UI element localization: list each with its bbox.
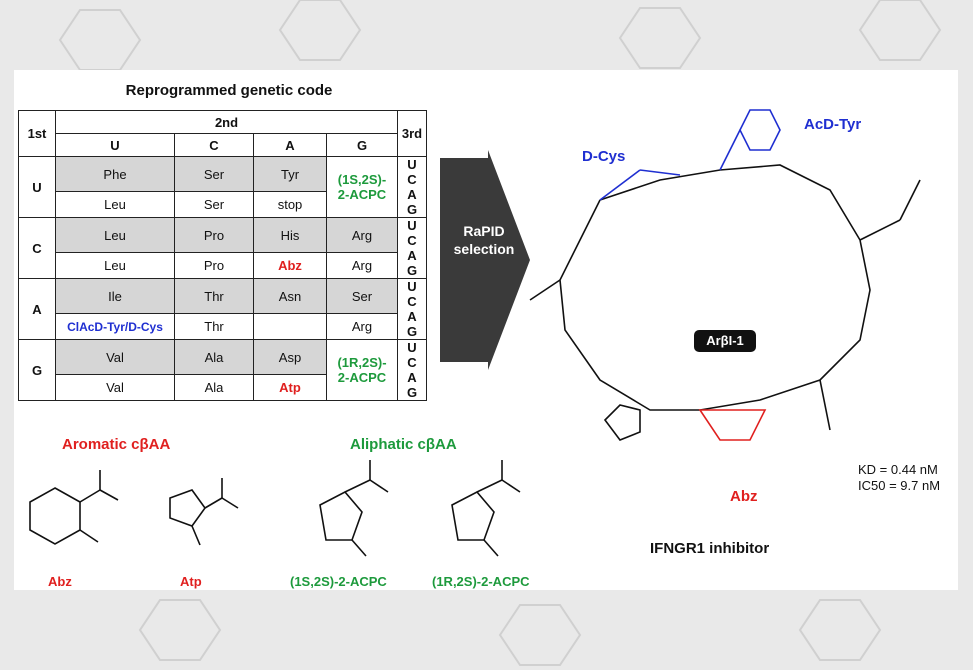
codon-cell: Arg	[326, 216, 398, 254]
row-first-base: C	[18, 217, 56, 279]
codon-cell: Arg	[326, 252, 398, 279]
codon-cell: Pro	[174, 252, 254, 279]
codon-cell: Pro	[174, 216, 254, 254]
codon-cell: Ser	[326, 277, 398, 315]
ic50-value: IC50 = 9.7 nM	[858, 478, 941, 493]
codon-cell-atp: Atp	[253, 374, 327, 401]
affinity-values: KD = 0.44 nM IC50 = 9.7 nM	[858, 462, 940, 494]
codon-cell: Phe	[55, 155, 175, 193]
codon-cell: Ile	[55, 277, 175, 315]
arrow-label: RaPID selection	[440, 222, 528, 258]
codon-cell: Tyr	[253, 155, 327, 193]
codon-cell-acpc-1r2s: (1R,2S)- 2-ACPC	[326, 339, 398, 401]
column-header: C	[174, 133, 254, 157]
codon-cell: Ser	[174, 155, 254, 193]
acpc-1r2s-label: (1R,2S)-2-ACPC	[432, 574, 530, 589]
codon-cell: Leu	[55, 216, 175, 254]
dcys-label: D-Cys	[582, 148, 626, 165]
header-first: 1st	[18, 110, 56, 157]
column-header: G	[326, 133, 398, 157]
aliphatic-heading: Aliphatic cβAA	[350, 436, 457, 453]
peptide-name-badge: ArβI-1	[694, 330, 756, 352]
kd-value: KD = 0.44 nM	[858, 462, 938, 477]
codon-cell: Asp	[253, 338, 327, 376]
arrow-label-line2: selection	[453, 241, 515, 257]
codon-cell: Ser	[174, 191, 254, 218]
abz-residue-label: Abz	[730, 488, 758, 505]
codon-cell: Val	[55, 338, 175, 376]
column-header: U	[55, 133, 175, 157]
codon-cell: Thr	[174, 277, 254, 315]
peptide-caption: IFNGR1 inhibitor	[650, 540, 770, 557]
codon-cell: Leu	[55, 191, 175, 218]
codon-cell: Ala	[174, 338, 254, 376]
codon-cell: His	[253, 216, 327, 254]
codon-cell: Asn	[253, 277, 327, 315]
codon-cell-initiator: ClAcD-Tyr/D-Cys	[55, 313, 175, 340]
codon-cell: Val	[55, 374, 175, 401]
atp-label: Atp	[180, 574, 202, 589]
aromatic-heading: Aromatic cβAA	[62, 436, 171, 453]
codon-cell: Ala	[174, 374, 254, 401]
figure-title: Reprogrammed genetic code	[125, 82, 333, 99]
acpc-1s2s-label: (1S,2S)-2-ACPC	[290, 574, 387, 589]
codon-cell: Thr	[174, 313, 254, 340]
abz-label: Abz	[48, 574, 72, 589]
codon-cell-acpc-1s2s: (1S,2S)- 2-ACPC	[326, 156, 398, 218]
dtyr-label: AcD-Tyr	[804, 116, 862, 133]
genetic-code-table: 1st 2nd 3rd U C A G U Phe Ser Tyr (1S,2S…	[18, 110, 427, 401]
header-third: 3rd	[397, 110, 427, 157]
arrow-label-line1: RaPID	[463, 223, 505, 239]
codon-cell: Arg	[326, 313, 398, 340]
